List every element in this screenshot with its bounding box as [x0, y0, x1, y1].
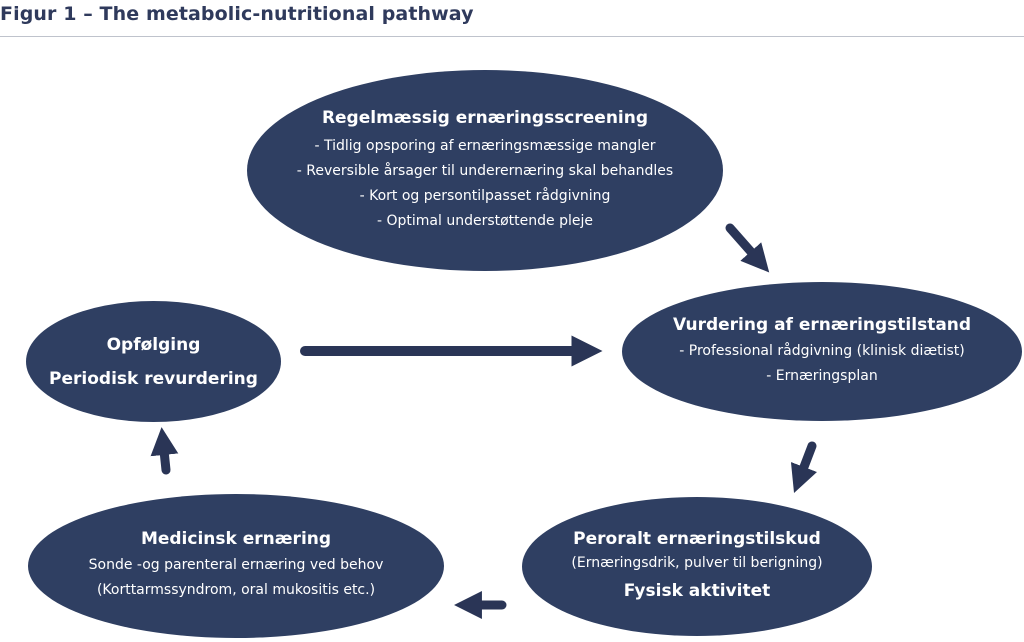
node-followup-subtitle: Periodisk revurdering	[49, 368, 258, 389]
node-screening: Regelmæssig ernæringsscreening - Tidlig …	[247, 70, 723, 271]
node-screening-line: - Kort og persontilpasset rådgivning	[359, 187, 611, 204]
arrow-medical-to-followup	[150, 427, 179, 475]
node-oral-subtitle: Fysisk aktivitet	[623, 581, 771, 601]
title-divider	[0, 36, 1024, 37]
node-followup-title: Opfølging	[106, 334, 201, 355]
node-medical-line: Sonde -og parenteral ernæring ved behov	[88, 557, 384, 573]
node-assessment-line: - Ernæringsplan	[766, 367, 878, 384]
node-medical-nutrition: Medicinsk ernæring Sonde -og parenteral …	[28, 494, 444, 638]
node-assessment: Vurdering af ernæringstilstand - Profess…	[622, 282, 1022, 421]
node-oral-title: Peroralt ernæringstilskud	[573, 529, 821, 549]
node-followup: Opfølging Periodisk revurdering	[26, 301, 281, 422]
node-medical-line: (Korttarmssyndrom, oral mukositis etc.)	[96, 582, 376, 598]
node-screening-line: - Tidlig opsporing af ernæringsmæssige m…	[314, 137, 656, 154]
node-screening-line: - Optimal understøttende pleje	[376, 212, 593, 229]
node-screening-line: - Reversible årsager til underernæring s…	[296, 162, 674, 179]
node-screening-title: Regelmæssig ernæringsscreening	[321, 107, 649, 128]
figure-title: Figur 1 – The metabolic-nutritional path…	[0, 3, 474, 25]
node-oral-supplement: Peroralt ernæringstilskud (Ernæringsdrik…	[522, 497, 872, 636]
arrow-assessment-to-oral	[790, 441, 818, 494]
node-medical-title: Medicinsk ernæring	[140, 529, 332, 549]
node-oral-line: (Ernæringsdrik, pulver til berigning)	[571, 555, 823, 571]
node-assessment-title: Vurdering af ernæringstilstand	[672, 314, 972, 335]
node-assessment-line: - Professional rådgivning (klinisk diæti…	[679, 342, 965, 359]
arrow-screening-to-assessment	[725, 223, 770, 273]
